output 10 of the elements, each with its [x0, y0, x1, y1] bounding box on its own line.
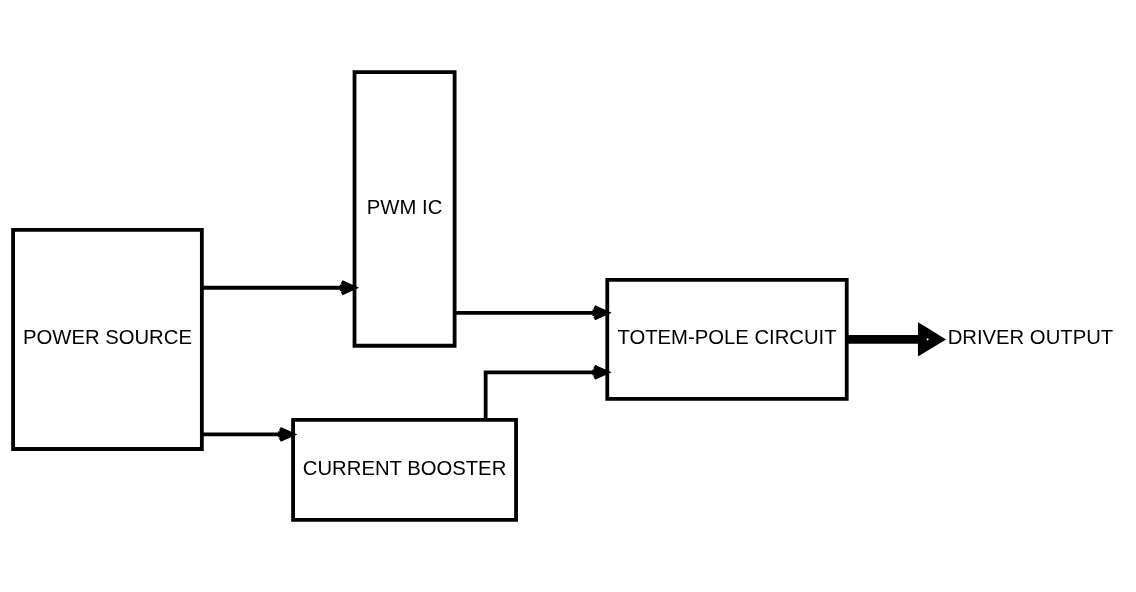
arrow [483, 364, 609, 420]
node-box: CURRENT BOOSTER [291, 417, 518, 522]
arrow [201, 426, 295, 442]
arrow [454, 305, 609, 321]
node-text: DRIVER OUTPUT [947, 326, 1114, 349]
arrow [846, 322, 947, 357]
node-box: TOTEM-POLE CIRCUIT [605, 277, 849, 401]
arrow [201, 280, 357, 296]
node-box: PWM IC [352, 70, 457, 348]
node-box: POWER SOURCE [11, 227, 204, 451]
